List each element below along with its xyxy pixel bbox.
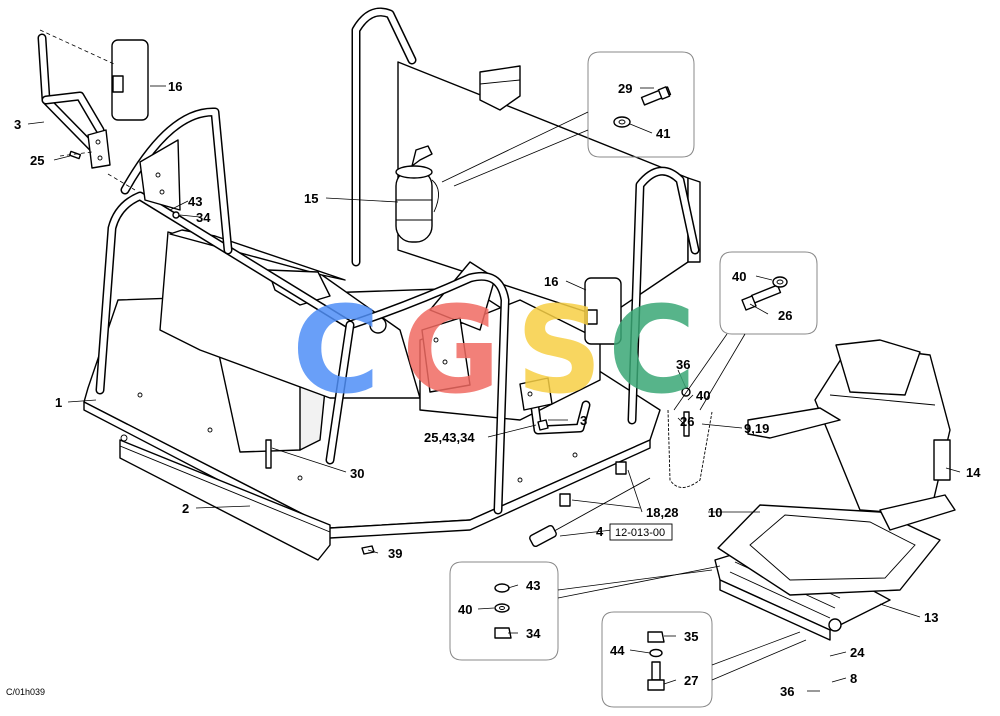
detail-callout-bolt-40-26 xyxy=(719,251,818,335)
label-9-19: 9,19 xyxy=(744,421,769,436)
roll-bar-rear xyxy=(351,7,700,425)
mirror-bracket-left xyxy=(37,33,111,169)
label-15: 15 xyxy=(304,191,318,206)
label-43-callout: 43 xyxy=(526,578,540,593)
label-39: 39 xyxy=(388,546,402,561)
label-27: 27 xyxy=(684,673,698,688)
part-labels: 1 2 3 3 4 8 9,19 10 13 14 15 16 16 18,28… xyxy=(14,79,981,699)
mirror-right xyxy=(584,277,622,345)
watermark-letter-1: C xyxy=(292,282,380,421)
operator-seat xyxy=(714,339,956,641)
watermark: C G S C xyxy=(292,282,696,421)
reference-box-text: 12-013-00 xyxy=(615,527,665,539)
control-rod xyxy=(529,461,651,548)
label-44: 44 xyxy=(610,643,625,658)
label-26-callout: 26 xyxy=(778,308,792,323)
label-40-callout-top: 40 xyxy=(732,269,746,284)
label-16-top: 16 xyxy=(168,79,182,94)
label-29: 29 xyxy=(618,81,632,96)
label-14: 14 xyxy=(966,465,981,480)
label-40-main: 40 xyxy=(696,388,710,403)
label-25-43-34: 25,43,34 xyxy=(424,430,475,445)
label-26-main: 26 xyxy=(680,414,694,429)
label-25: 25 xyxy=(30,153,44,168)
label-34-callout: 34 xyxy=(526,626,541,641)
label-1: 1 xyxy=(55,395,62,410)
label-16-middle: 16 xyxy=(544,274,558,289)
label-35: 35 xyxy=(684,629,698,644)
label-8: 8 xyxy=(850,671,857,686)
label-18-28: 18,28 xyxy=(646,505,679,520)
watermark-letter-3: S xyxy=(516,282,602,421)
detail-callout-nuts-43-40-34 xyxy=(449,561,559,661)
label-40-callout-bottom: 40 xyxy=(458,602,472,617)
label-4: 4 xyxy=(596,524,604,539)
label-34-top: 34 xyxy=(196,210,211,225)
watermark-letter-4: C xyxy=(608,282,696,421)
right-side-plate xyxy=(421,317,471,393)
watermark-letter-2: G xyxy=(402,282,501,421)
label-36-main: 36 xyxy=(676,357,690,372)
label-10: 10 xyxy=(708,505,722,520)
label-2: 2 xyxy=(182,501,189,516)
leader-lines xyxy=(27,29,961,692)
label-41: 41 xyxy=(656,126,670,141)
reference-box: 12-013-00 xyxy=(609,523,673,541)
label-3-right: 3 xyxy=(580,413,587,428)
floor-rail xyxy=(119,434,331,561)
mirror-bracket-right xyxy=(519,377,591,435)
detail-callout-bolt-29-41 xyxy=(587,51,695,158)
label-24: 24 xyxy=(850,645,865,660)
label-43-top: 43 xyxy=(188,194,202,209)
label-30: 30 xyxy=(350,466,364,481)
label-36-seat: 36 xyxy=(780,684,794,699)
label-13: 13 xyxy=(924,610,938,625)
left-side-plate xyxy=(139,139,181,211)
hose-loop xyxy=(667,409,713,488)
fire-extinguisher xyxy=(395,145,439,243)
callout-pointers xyxy=(441,111,807,681)
roll-bar-front xyxy=(95,107,510,515)
drawing-number: C/01h039 xyxy=(6,687,45,697)
mirror-left xyxy=(111,39,149,121)
label-3-left: 3 xyxy=(14,117,21,132)
detail-callout-bolt-35-44-27 xyxy=(601,611,713,708)
